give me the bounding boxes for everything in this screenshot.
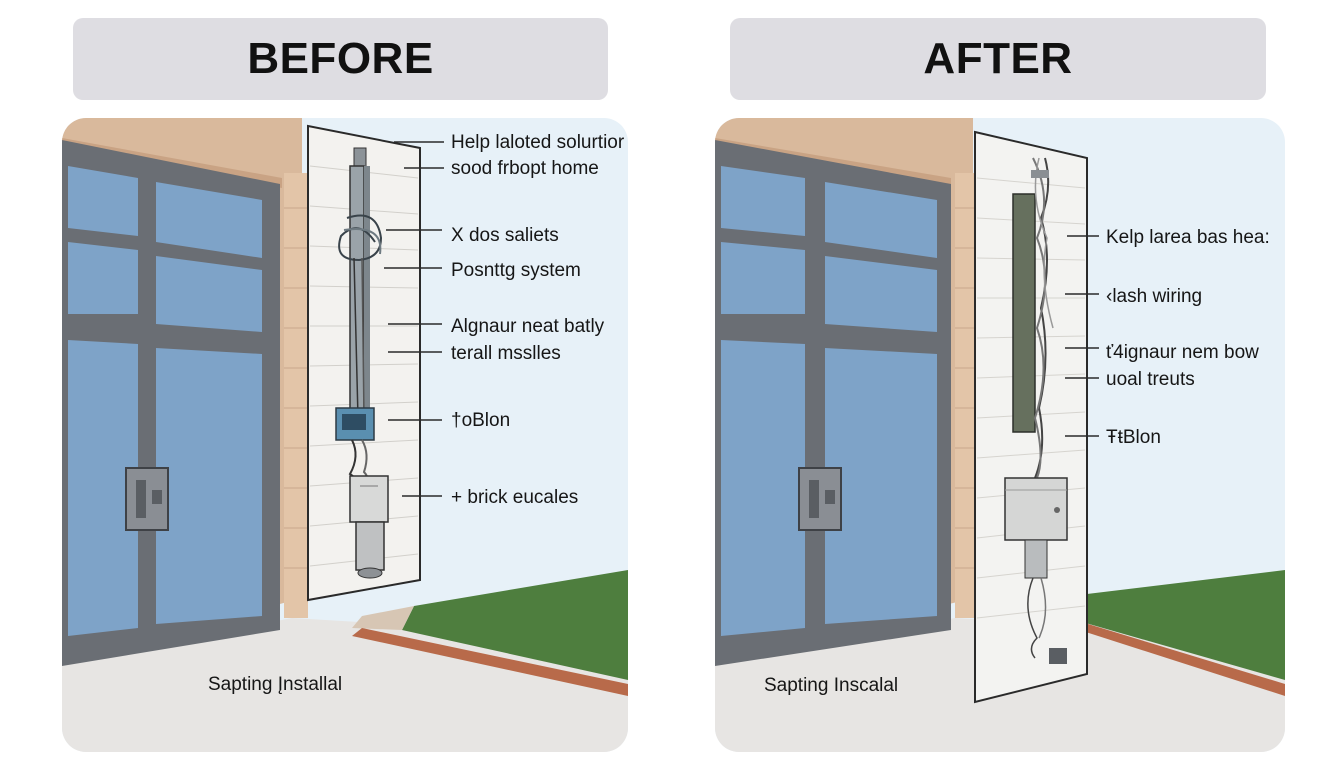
before-header: BEFORE xyxy=(73,18,608,100)
before-label-1: Help laloted solurtior xyxy=(451,132,625,153)
after-label-5: ŦŧBlon xyxy=(1106,427,1161,448)
before-panel: Help laloted solurtior sood frbopt home … xyxy=(62,118,628,752)
after-panel: Kelp larea bas hea: ‹lash wiring ť4ignau… xyxy=(715,118,1285,752)
before-illustration xyxy=(62,118,628,752)
before-label-8: + brick eucales xyxy=(451,487,579,508)
before-title: BEFORE xyxy=(247,34,434,83)
before-label-4: Posnttg system xyxy=(451,260,581,281)
after-caption: Sapting Inscalal xyxy=(764,675,899,696)
after-label-3: ť4ignaur nem bow xyxy=(1106,342,1259,363)
after-label-4: uoal treuts xyxy=(1106,369,1195,390)
after-illustration xyxy=(715,118,1285,752)
after-label-1: Kelp larea bas hea: xyxy=(1106,227,1270,248)
after-header: AFTER xyxy=(730,18,1266,100)
before-caption: Sapting Įnstallal xyxy=(208,674,343,695)
after-label-2: ‹lash wiring xyxy=(1106,286,1203,307)
before-label-5: Algnaur neat batly xyxy=(451,316,605,337)
before-label-2: sood frbopt home xyxy=(451,158,599,179)
after-title: AFTER xyxy=(923,34,1073,83)
before-label-7: †oBlon xyxy=(451,410,511,431)
before-label-3: X dos saliets xyxy=(451,225,559,246)
before-label-6: terall msslles xyxy=(451,343,561,364)
